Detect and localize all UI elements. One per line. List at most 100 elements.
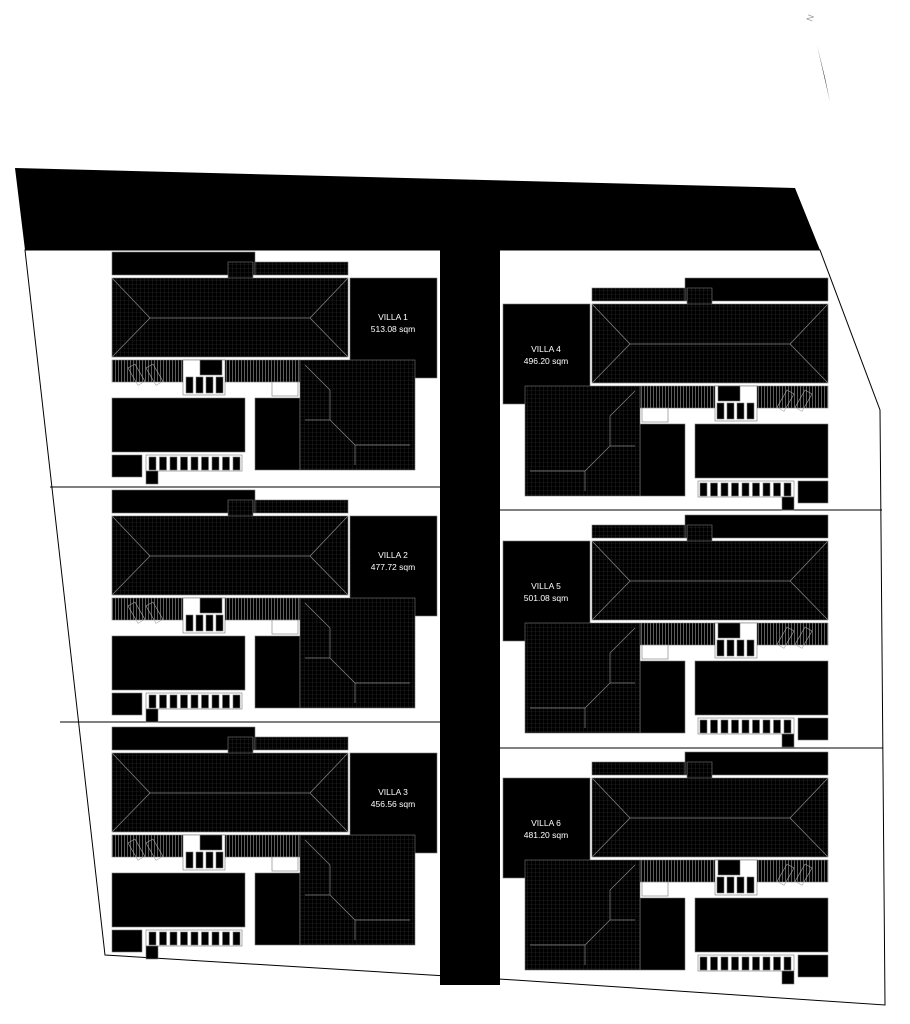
outbuilding xyxy=(254,635,301,709)
terrace-patch xyxy=(641,407,669,423)
parking-bay xyxy=(148,694,157,709)
step xyxy=(215,851,224,869)
step xyxy=(726,876,735,894)
step xyxy=(746,402,755,420)
parking-bay xyxy=(699,482,708,497)
parking-bay xyxy=(201,456,209,471)
step xyxy=(185,851,194,869)
pool xyxy=(111,635,246,691)
pool xyxy=(111,872,246,928)
pool xyxy=(694,897,829,953)
parking-bay xyxy=(222,694,230,709)
gate xyxy=(781,733,795,748)
parking-bay xyxy=(741,719,750,734)
sun-lounger-icon xyxy=(776,626,795,649)
villa-2[interactable] xyxy=(111,489,438,723)
lot-dividers xyxy=(50,486,883,749)
villa-area: 513.08 sqm xyxy=(371,324,415,334)
l-roof xyxy=(299,834,416,946)
step xyxy=(716,639,725,657)
parking xyxy=(797,954,829,978)
parking-bay xyxy=(169,456,178,471)
parking-bay xyxy=(159,456,167,471)
parking-bay xyxy=(180,456,188,471)
step xyxy=(205,376,214,394)
sun-lounger-icon xyxy=(127,838,146,861)
step xyxy=(746,876,755,894)
parking-bay xyxy=(710,719,718,734)
step xyxy=(185,614,194,632)
l-roof xyxy=(524,622,641,734)
entry xyxy=(199,834,223,851)
parking-bay xyxy=(762,482,771,497)
villa-area: 477.72 sqm xyxy=(371,562,415,572)
terrace-patch xyxy=(641,881,669,897)
step xyxy=(195,376,204,394)
sun-lounger-icon xyxy=(794,863,813,886)
step xyxy=(716,402,725,420)
parking-bay xyxy=(159,931,167,946)
north-arrow-icon xyxy=(817,45,830,102)
villa-area: 481.20 sqm xyxy=(524,830,568,840)
l-roof xyxy=(299,359,416,471)
roof-hip-lines xyxy=(530,390,636,491)
step xyxy=(205,614,214,632)
villa-5[interactable] xyxy=(502,514,829,748)
roof-hip-lines xyxy=(111,752,349,833)
step xyxy=(736,876,745,894)
step xyxy=(195,851,204,869)
parking-bay xyxy=(148,931,157,946)
north-label: N xyxy=(804,13,816,23)
outbuilding xyxy=(639,660,686,734)
parking-bay xyxy=(190,456,199,471)
outbuilding xyxy=(254,872,301,946)
parking-bay xyxy=(211,931,220,946)
parking-bay xyxy=(710,482,718,497)
sun-lounger-icon xyxy=(127,363,146,386)
roof-hip-lines xyxy=(591,303,829,384)
step xyxy=(185,376,194,394)
parking xyxy=(111,929,143,953)
outbuilding xyxy=(639,897,686,971)
step xyxy=(736,639,745,657)
roof-strip-tiled xyxy=(254,261,349,276)
villa-1[interactable] xyxy=(111,251,438,485)
roof-strip-tiled xyxy=(254,736,349,751)
villa-3[interactable] xyxy=(111,726,438,960)
outbuilding xyxy=(639,423,686,497)
parking-bay xyxy=(783,956,792,971)
parking-bay xyxy=(211,456,220,471)
step xyxy=(746,639,755,657)
roof-strip-tiled xyxy=(591,524,686,539)
sun-lounger-icon xyxy=(145,838,164,861)
roof-hip-lines xyxy=(530,864,636,965)
step xyxy=(736,402,745,420)
parking xyxy=(797,717,829,741)
terrace-patch xyxy=(641,644,669,660)
access-road xyxy=(15,168,820,985)
main-roof xyxy=(591,540,829,621)
villa-6[interactable] xyxy=(502,751,829,985)
roof-hip-lines xyxy=(304,602,410,703)
roof-hip-lines xyxy=(304,364,410,465)
roof-hip-lines xyxy=(111,515,349,596)
villa-name: VILLA 1 xyxy=(378,312,408,322)
parking-bay xyxy=(159,694,167,709)
roof-hip-lines xyxy=(591,540,829,621)
parking-bay xyxy=(232,931,241,946)
sun-lounger-icon xyxy=(776,389,795,412)
pool xyxy=(694,660,829,716)
pool xyxy=(694,423,829,479)
gate xyxy=(145,708,159,723)
roof-hip-lines xyxy=(111,277,349,358)
parking xyxy=(111,454,143,478)
parking-bay xyxy=(762,719,771,734)
parking-bay xyxy=(201,694,209,709)
parking-bay xyxy=(773,956,781,971)
roof-strip-tiled xyxy=(591,287,686,302)
parking-bay xyxy=(222,456,230,471)
gate xyxy=(145,945,159,960)
villa-4[interactable] xyxy=(502,277,829,511)
villa-area: 501.08 sqm xyxy=(524,593,568,603)
parking-bay xyxy=(190,931,199,946)
